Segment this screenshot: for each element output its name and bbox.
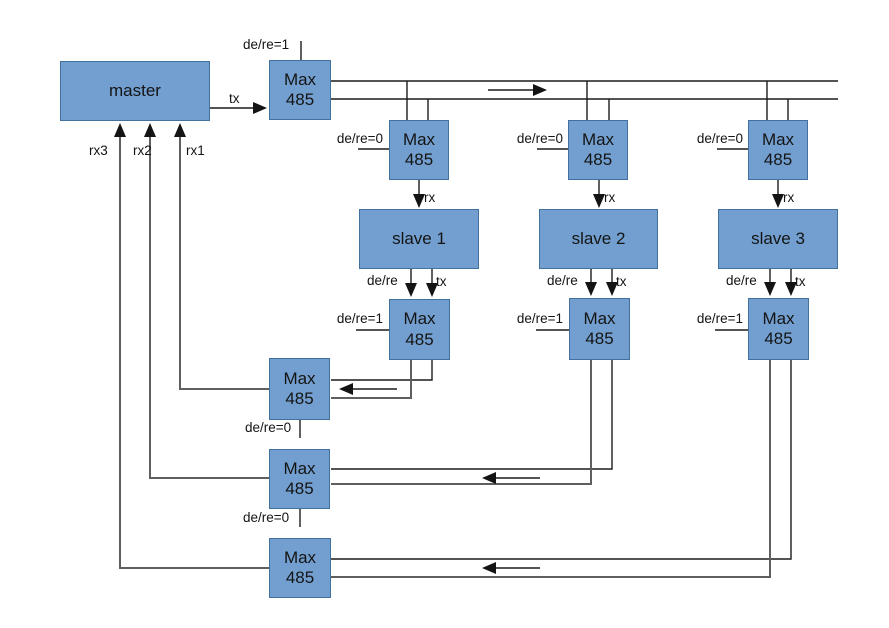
bus-drop-lines [406,81,789,120]
slave2-label: slave 2 [571,228,626,248]
max485-label-line1: Max [402,129,436,149]
label-rx2: rx2 [133,143,152,158]
max485-label-line2: 485 [285,479,314,498]
max485-master-tx-box: Max 485 [269,60,331,120]
slave1-label: slave 1 [392,228,446,248]
rx-return-lines [114,123,269,569]
label-rx1: rx1 [186,143,205,158]
max485-rx-slave3-box: Max 485 [748,120,808,180]
slave1-box: slave 1 [359,209,479,269]
max485-label-line2: 485 [585,329,614,348]
slave2-box: slave 2 [539,209,658,269]
label-de-re-slave2: de/re [547,273,578,288]
return-lower-lines [331,360,771,578]
label-rx3: rx3 [89,143,108,158]
max485-rx-slave1-box: Max 485 [389,120,449,180]
bus-lines [331,80,838,100]
master-label: master [109,80,161,100]
max485-label-line1: Max [583,308,616,328]
max485-rx-slave2-box: Max 485 [568,120,628,180]
label-rx-slave3: rx [783,190,795,205]
master-tx-arrow [210,41,302,114]
max485-label-line1: Max [283,547,317,567]
slave-output-arrows [405,269,797,297]
label-de-re-1-master: de/re=1 [243,37,290,52]
max485-label-line2: 485 [404,150,434,169]
max485-label-line2: 485 [285,389,314,408]
max485-tx-slave3-box: Max 485 [748,298,809,360]
max485-label-line2: 485 [583,150,613,169]
max485-tx-slave1-box: Max 485 [389,299,450,360]
label-de-re-1-tx3: de/re=1 [696,311,743,326]
label-de-re-slave3: de/re [726,273,757,288]
rx-feed-arrows [413,180,784,208]
max485-label-line1: Max [283,368,316,388]
max485-label-line1: Max [283,458,316,478]
max485-label-line1: Max [403,309,436,329]
max485-return1-box: Max 485 [269,358,330,420]
label-de-re-0-return1: de/re=0 [245,420,292,435]
label-de-re-0-rx2: de/re=0 [516,131,563,146]
master-box: master [60,61,210,121]
label-de-re-1-tx2: de/re=1 [516,311,563,326]
label-tx-slave1: tx [436,274,447,289]
return-direction-arrows [339,383,540,574]
label-de-re-slave1: de/re [367,273,398,288]
max485-label-line2: 485 [285,90,315,109]
max485-label-line2: 485 [764,329,793,348]
label-rx-slave1: rx [424,190,436,205]
label-tx-slave3: tx [795,274,806,289]
max485-label-line1: Max [581,129,615,149]
label-de-re-0-rx1: de/re=0 [336,131,383,146]
label-de-re-0-rx3: de/re=0 [696,131,743,146]
max485-label-line1: Max [762,308,795,328]
max485-label-line1: Max [283,69,317,89]
label-tx-master: tx [229,91,240,106]
max485-label-line2: 485 [285,568,315,587]
max485-label-line2: 485 [405,329,434,349]
max485-label-line2: 485 [763,150,793,169]
return-upper-lines [331,360,792,560]
max485-tx-slave2-box: Max 485 [569,298,630,360]
max485-return2-box: Max 485 [269,449,330,509]
label-rx-slave2: rx [604,190,616,205]
label-de-re-1-tx1: de/re=1 [336,311,383,326]
max485-return3-box: Max 485 [269,538,331,598]
label-tx-slave2: tx [616,274,627,289]
slave3-label: slave 3 [751,228,805,248]
max485-label-line1: Max [761,129,795,149]
label-de-re-0-return2: de/re=0 [243,510,290,525]
slave3-box: slave 3 [718,209,838,269]
